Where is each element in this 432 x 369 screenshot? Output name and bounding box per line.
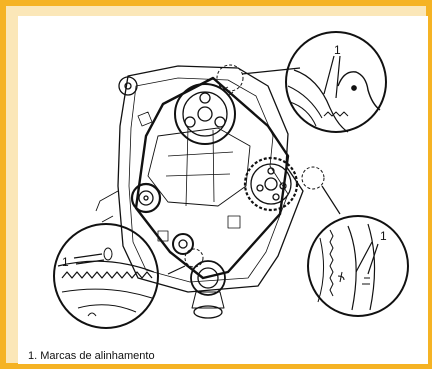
tensioner-pulley xyxy=(130,182,162,214)
timing-belt-diagram: 1 1 1 xyxy=(53,31,409,329)
mark-indicator-right xyxy=(301,166,325,190)
callout-number-bottom-right: 1 xyxy=(380,229,387,243)
detail-magnifier-top-right xyxy=(285,31,387,133)
idler-pulley xyxy=(172,233,194,255)
detail-magnifier-bottom-left xyxy=(53,223,159,329)
mark-indicator-top xyxy=(216,64,244,92)
callout-number-bottom-left: 1 xyxy=(62,255,69,269)
crankshaft-sprocket xyxy=(190,260,226,319)
callout-number-top-right: 1 xyxy=(334,43,341,57)
figure-panel: 1 1 1 1. Marcas de alinhamento xyxy=(18,16,428,364)
camshaft-sprocket-top xyxy=(174,83,236,145)
engine-block-outline xyxy=(95,65,304,293)
detail-magnifier-bottom-right xyxy=(307,215,409,317)
mark-indicator-bottom xyxy=(184,248,204,268)
timing-belt xyxy=(134,76,290,280)
figure-caption: 1. Marcas de alinhamento xyxy=(28,350,155,362)
camshaft-sprocket-right xyxy=(243,156,299,212)
